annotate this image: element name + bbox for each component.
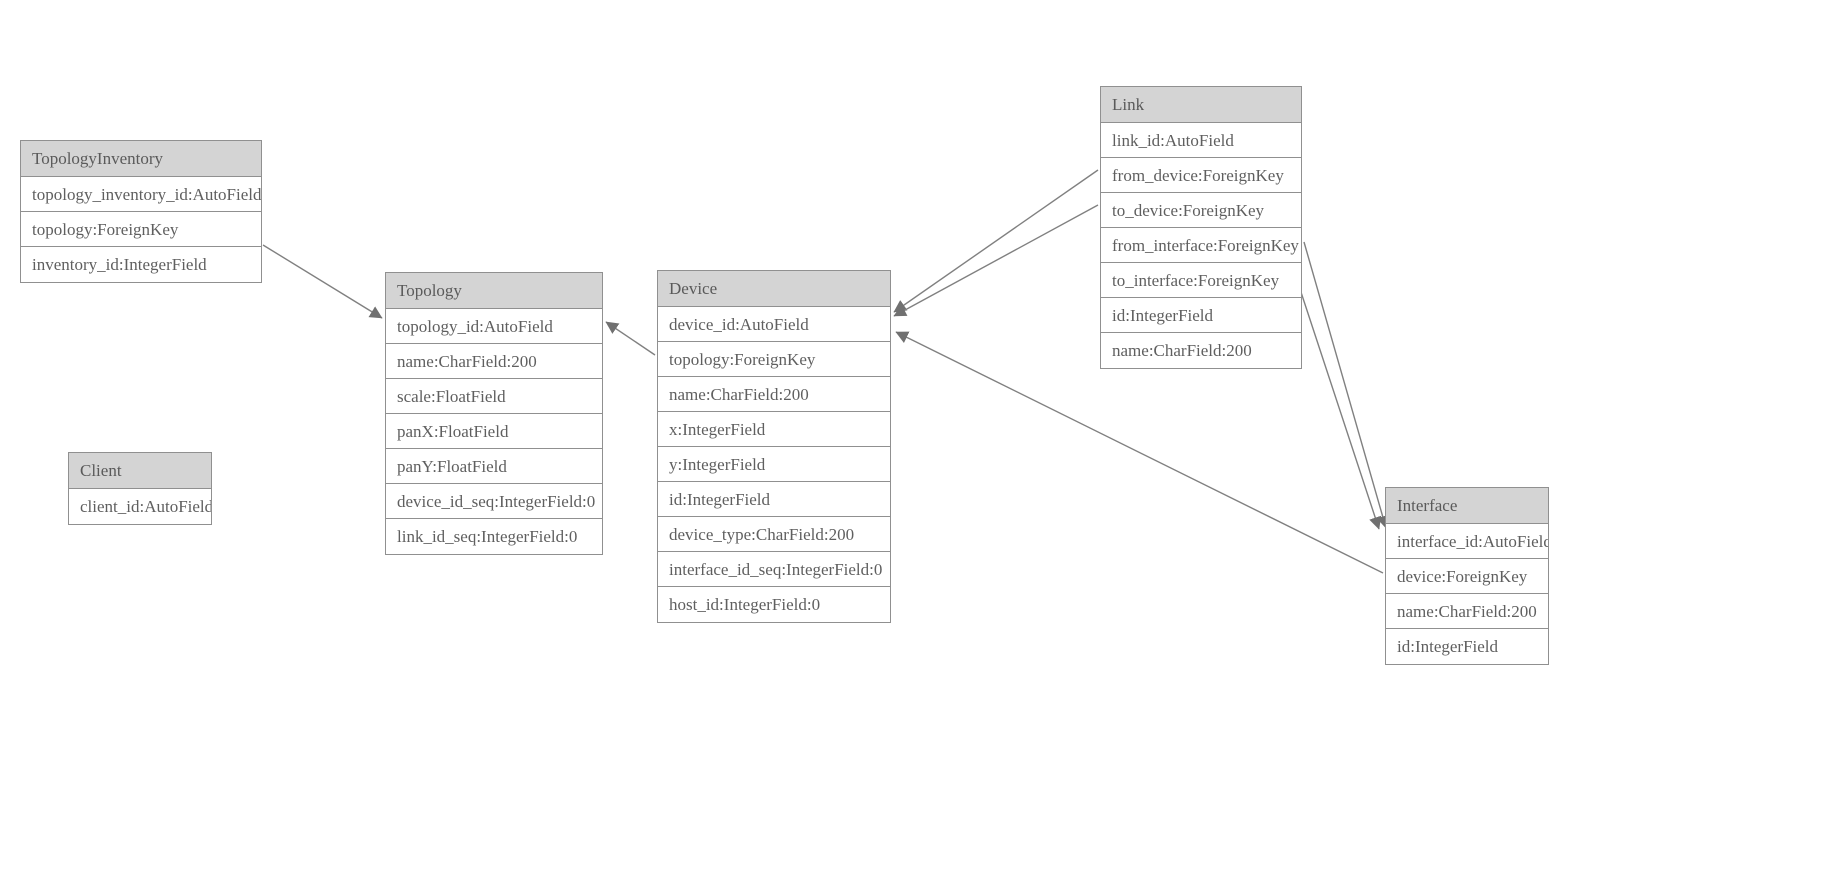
entity-field: topology:ForeignKey xyxy=(658,342,890,377)
entity-field: name:CharField:200 xyxy=(1101,333,1301,368)
entity-field: link_id:AutoField xyxy=(1101,123,1301,158)
entity-field: from_interface:ForeignKey xyxy=(1101,228,1301,263)
entity-field: id:IntegerField xyxy=(658,482,890,517)
entity-field: device:ForeignKey xyxy=(1386,559,1548,594)
entity-field: topology_id:AutoField xyxy=(386,309,602,344)
entity-title-topology: Topology xyxy=(386,273,602,309)
entity-field: link_id_seq:IntegerField:0 xyxy=(386,519,602,554)
entity-field: panY:FloatField xyxy=(386,449,602,484)
entity-field: scale:FloatField xyxy=(386,379,602,414)
edge-topologyinventory-topology xyxy=(262,244,383,319)
edge-link-from-interface xyxy=(1303,241,1389,529)
entity-field: id:IntegerField xyxy=(1101,298,1301,333)
entity-field: panX:FloatField xyxy=(386,414,602,449)
entity-field: topology_inventory_id:AutoField xyxy=(21,177,261,212)
entity-field: device_id:AutoField xyxy=(658,307,890,342)
entity-field: name:CharField:200 xyxy=(1386,594,1548,629)
entity-title-device: Device xyxy=(658,271,890,307)
entity-field: device_type:CharField:200 xyxy=(658,517,890,552)
entity-field: id:IntegerField xyxy=(1386,629,1548,664)
entity-title-topology_inventory: TopologyInventory xyxy=(21,141,261,177)
entity-field: name:CharField:200 xyxy=(386,344,602,379)
entity-title-link: Link xyxy=(1101,87,1301,123)
entity-field: x:IntegerField xyxy=(658,412,890,447)
entity-field: name:CharField:200 xyxy=(658,377,890,412)
entity-field: interface_id:AutoField xyxy=(1386,524,1548,559)
entity-field: topology:ForeignKey xyxy=(21,212,261,247)
entity-field: client_id:AutoField xyxy=(69,489,211,524)
entity-field: host_id:IntegerField:0 xyxy=(658,587,890,622)
entity-field: from_device:ForeignKey xyxy=(1101,158,1301,193)
entity-field: interface_id_seq:IntegerField:0 xyxy=(658,552,890,587)
entity-field: y:IntegerField xyxy=(658,447,890,482)
edge-link-to-device xyxy=(893,204,1099,317)
entity-field: to_device:ForeignKey xyxy=(1101,193,1301,228)
edge-link-from-device xyxy=(893,169,1099,313)
entity-title-client: Client xyxy=(69,453,211,489)
entity-field: inventory_id:IntegerField xyxy=(21,247,261,282)
entity-title-interface: Interface xyxy=(1386,488,1548,524)
entity-field: to_interface:ForeignKey xyxy=(1101,263,1301,298)
entity-field: device_id_seq:IntegerField:0 xyxy=(386,484,602,519)
edge-link-to-interface xyxy=(1295,276,1382,530)
edge-device-topology xyxy=(605,321,656,356)
